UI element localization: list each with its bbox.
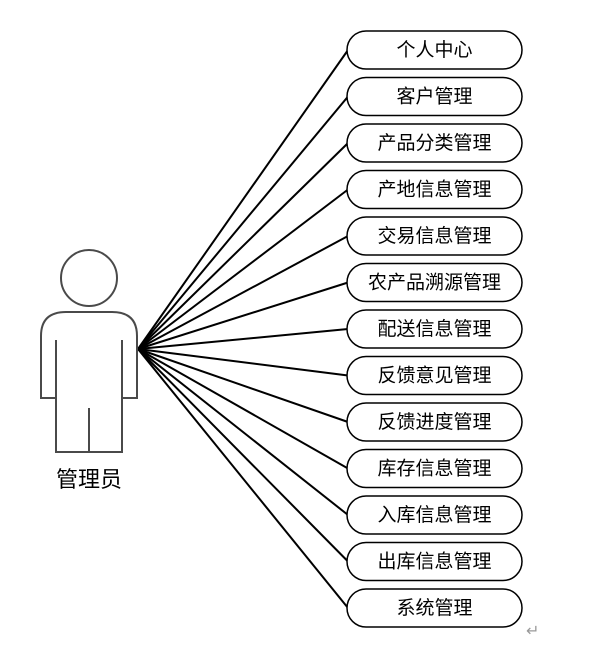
use-case-oval [346,402,523,442]
actor-label: 管理员 [56,468,122,493]
use-case-label: 产地信息管理 [377,179,491,201]
use-case: 配送信息管理 [346,309,523,349]
association-line [137,348,349,609]
use-case-oval [346,123,523,163]
use-case-oval [346,216,523,256]
use-case: 反馈进度管理 [346,402,523,442]
association-line [137,348,349,516]
actor-body [40,311,138,453]
use-case: 交易信息管理 [346,216,523,256]
association-line [137,328,349,350]
use-case-oval [346,169,523,210]
use-case-label: 客户管理 [396,86,472,108]
use-case-oval [346,495,523,535]
use-case: 农产品溯源管理 [346,262,523,303]
association-line [137,348,349,563]
use-case-oval [346,262,523,303]
use-case-oval [346,30,523,70]
association-line [137,235,349,350]
use-case-label: 配送信息管理 [377,318,491,340]
use-case-label: 农产品溯源管理 [368,272,501,294]
use-case: 反馈意见管理 [346,355,523,396]
association-line [137,348,349,377]
use-case-oval [346,588,523,628]
actor-admin: 管理员 [40,249,138,493]
use-case-label: 出库信息管理 [377,551,491,573]
association-line [137,348,349,423]
use-case: 出库信息管理 [346,541,523,582]
use-case: 库存信息管理 [346,448,523,489]
association-line [137,348,349,470]
use-case-label: 入库信息管理 [377,504,491,526]
use-case: 入库信息管理 [346,495,523,535]
use-case-label: 反馈进度管理 [377,411,491,433]
association-lines [137,49,349,609]
use-case-oval [346,448,523,489]
association-line [137,281,349,350]
use-case-label: 系统管理 [396,597,472,619]
use-case: 个人中心 [346,30,523,70]
actor-head [60,249,118,307]
association-line [137,188,349,350]
use-case-label: 反馈意见管理 [377,365,491,387]
use-cases: 个人中心客户管理产品分类管理产地信息管理交易信息管理农产品溯源管理配送信息管理反… [346,30,523,628]
use-case: 系统管理 [346,588,523,628]
use-case-label: 产品分类管理 [377,132,491,154]
use-case: 产地信息管理 [346,169,523,210]
paragraph-mark: ↵ [526,621,539,640]
use-case-label: 个人中心 [396,39,472,61]
use-case-oval [346,76,523,117]
use-case: 客户管理 [346,76,523,117]
use-case-oval [346,541,523,582]
association-line [137,49,349,350]
use-case-label: 交易信息管理 [377,225,491,247]
use-case-label: 库存信息管理 [377,458,491,480]
association-line [137,95,349,350]
use-case-oval [346,309,523,349]
use-case-oval [346,355,523,396]
association-line [137,142,349,350]
use-case: 产品分类管理 [346,123,523,163]
